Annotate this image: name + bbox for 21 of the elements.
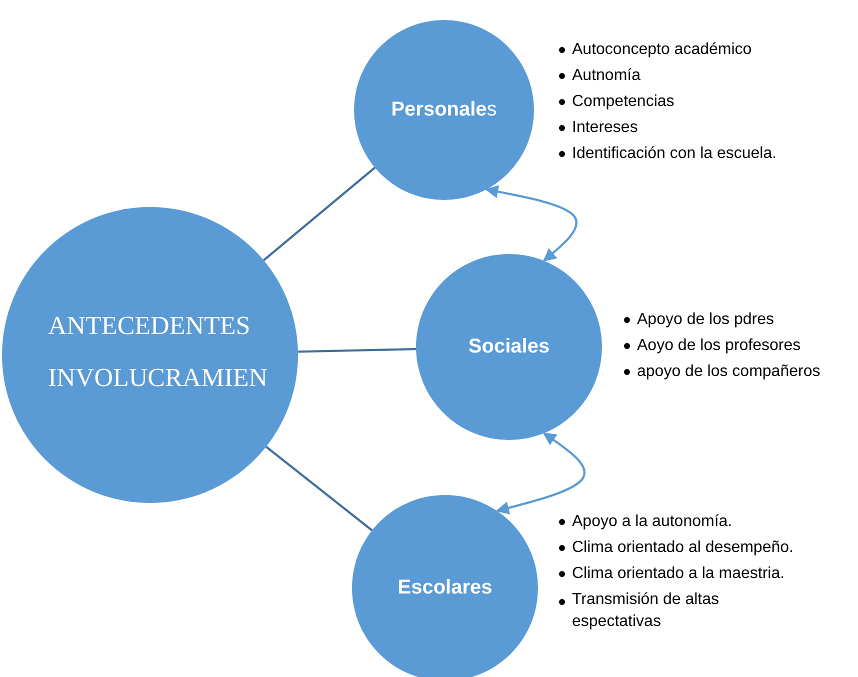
bullet-text: Identificación con la escuela. <box>572 145 777 162</box>
connector-line <box>263 166 376 262</box>
bullet-text: Autoconcepto académico <box>572 41 752 58</box>
node-label: Sociales <box>468 336 550 358</box>
node-label: Personales <box>391 98 497 122</box>
node-label: ANTECEDENTES INVOLUCRAMIEN <box>48 310 269 394</box>
curved-arrow <box>484 185 578 262</box>
curved-arrow <box>496 432 586 514</box>
connector-line <box>265 446 373 532</box>
node-label: Escolares <box>398 576 492 600</box>
bullet-text: Intereses <box>572 119 638 136</box>
bullet-text: Competencias <box>572 93 674 110</box>
connector-line <box>298 348 416 353</box>
bullet-text: Autnomía <box>572 67 640 84</box>
bullet-text: Transmisión de altas espectativas <box>572 591 720 630</box>
bullet-text: Apoyo a la autonomía. <box>572 513 732 530</box>
bullet-text: Clima orientado al desempeño. <box>572 539 794 556</box>
bullet-text: apoyo de los compañeros <box>637 363 820 380</box>
bullet-text: Clima orientado a la maestria. <box>572 565 785 582</box>
bullet-text: Apoyo de los pdres <box>637 311 774 328</box>
bullet-text: Aoyo de los profesores <box>637 337 801 354</box>
